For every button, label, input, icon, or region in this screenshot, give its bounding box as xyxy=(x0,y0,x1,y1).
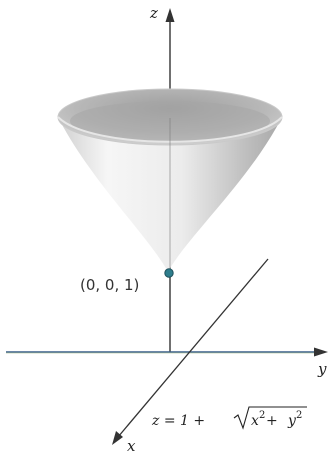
equation: z = 1 + x 2 + y 2 xyxy=(151,406,307,430)
equation-x: x xyxy=(251,413,259,429)
equation-y-exponent: 2 xyxy=(296,410,302,421)
radical-sign xyxy=(233,406,307,430)
x-axis xyxy=(117,258,269,438)
equation-x-exponent: 2 xyxy=(259,410,265,421)
y-axis-arrowhead xyxy=(314,347,328,357)
z-axis-arrowhead xyxy=(165,8,175,22)
x-axis-label: x xyxy=(127,437,136,454)
z-axis-label: z xyxy=(149,4,158,22)
vertex-point xyxy=(164,268,174,278)
x-axis-arrowhead xyxy=(112,431,123,445)
y-axis-label: y xyxy=(317,360,327,378)
vertex-point-label: (0, 0, 1) xyxy=(80,276,139,294)
equation-plus: + xyxy=(266,413,278,429)
equation-lhs: z = 1 + xyxy=(151,413,205,429)
equation-y: y xyxy=(287,413,297,429)
